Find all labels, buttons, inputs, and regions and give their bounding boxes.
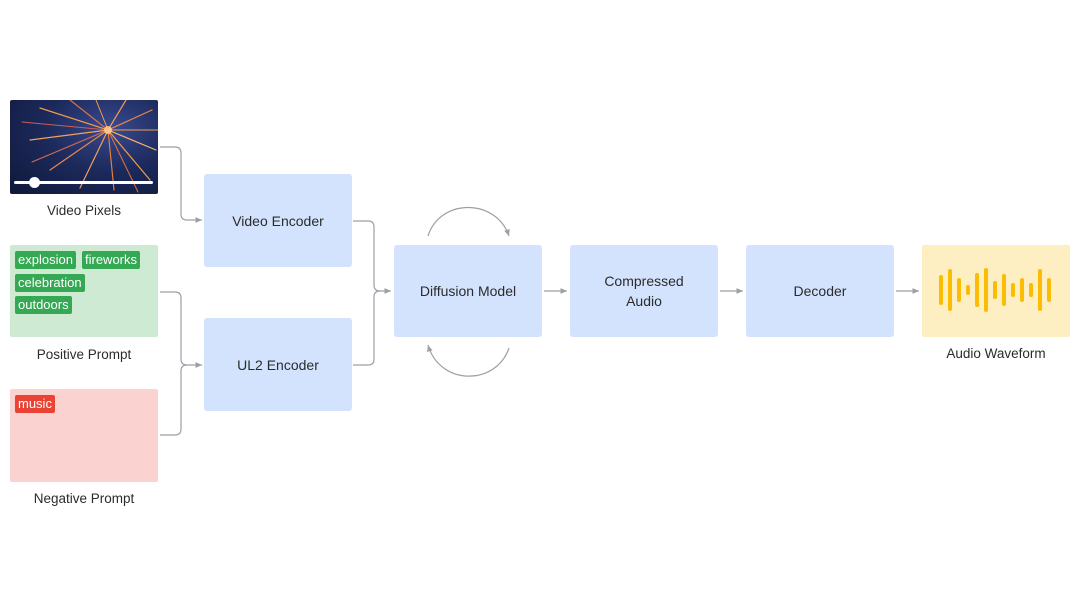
diffusion-model-block: Diffusion Model (394, 245, 542, 337)
video-scrubber-handle (29, 177, 40, 188)
negative-prompt-caption: Negative Prompt (33, 491, 135, 506)
compressed-audio-block: Compressed Audio (570, 245, 718, 337)
positive-tag-fireworks: fireworks (82, 251, 141, 269)
audio-waveform-icon (939, 268, 1051, 312)
connector-ul2-encoder-to-diffusion (353, 290, 381, 366)
positive-prompt-box: explosion fireworks celebration outdoors (10, 245, 158, 337)
positive-tag-explosion: explosion (15, 251, 76, 269)
connector-video-encoder-to-diffusion (353, 220, 391, 294)
diffusion-loop-bottom (427, 344, 510, 377)
decoder-block: Decoder (746, 245, 894, 337)
video-pixels-caption: Video Pixels (46, 203, 122, 218)
audio-waveform-caption: Audio Waveform (946, 346, 1046, 361)
video-scrubber-track (14, 181, 153, 184)
connector-negative-to-ul2 (160, 364, 188, 436)
connector-video-to-video-encoder (160, 146, 202, 223)
positive-prompt-caption: Positive Prompt (36, 347, 132, 362)
audio-waveform-box (922, 245, 1070, 337)
video-encoder-block: Video Encoder (204, 174, 352, 267)
diffusion-loop-top (427, 206, 510, 237)
negative-prompt-box: music (10, 389, 158, 482)
connector-positive-to-ul2 (160, 291, 202, 368)
ul2-encoder-block: UL2 Encoder (204, 318, 352, 411)
video-thumbnail (10, 100, 158, 194)
negative-tag-music: music (15, 395, 55, 413)
positive-tag-outdoors: outdoors (15, 296, 72, 314)
positive-tag-celebration: celebration (15, 274, 85, 292)
